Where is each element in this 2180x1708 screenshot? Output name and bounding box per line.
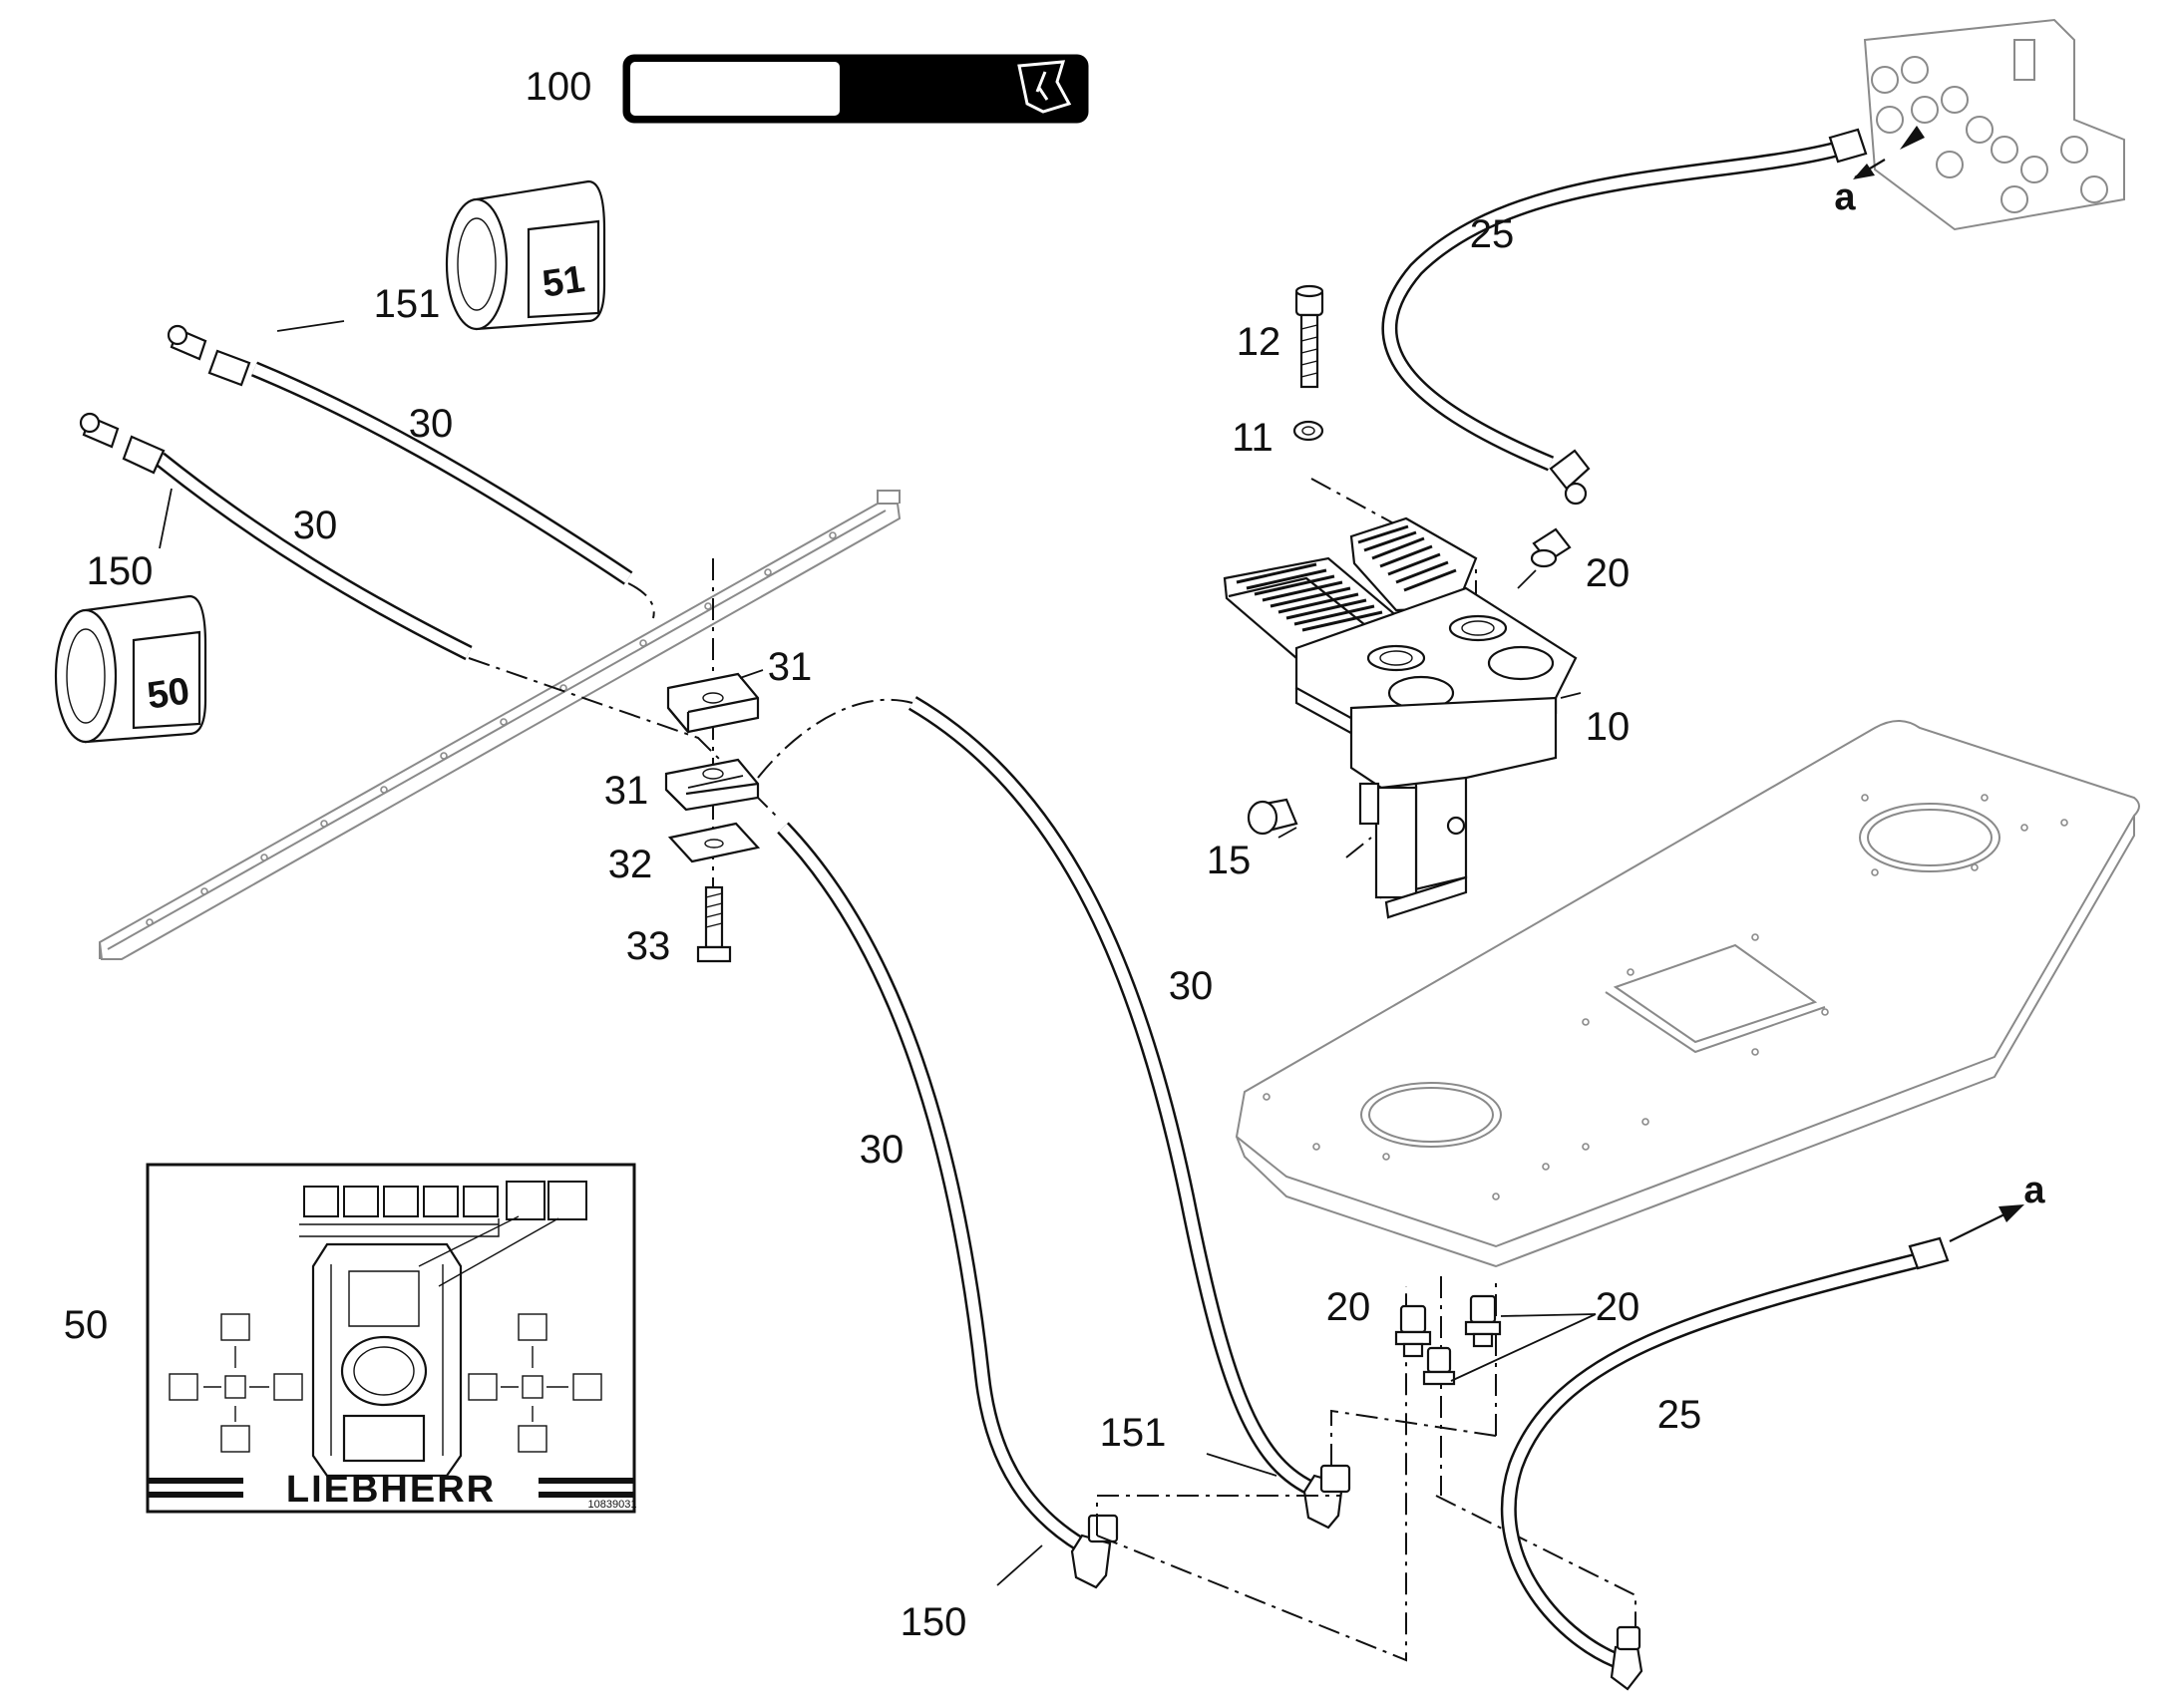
- arrow-a-bottom: [1949, 1204, 2024, 1242]
- plate-32: [667, 822, 761, 863]
- clamp-31-upper: [666, 672, 760, 734]
- label-30-right: 30: [1169, 964, 1214, 1008]
- decal-brand: LIEBHERR: [286, 1469, 496, 1511]
- label-151-top: 151: [374, 282, 441, 326]
- tag-50-number: 50: [145, 670, 192, 717]
- hose-30-left: [777, 822, 1119, 1589]
- bolt-33: [696, 885, 732, 963]
- label-50: 50: [64, 1303, 109, 1347]
- fitting-20-top: [1530, 527, 1572, 568]
- hose-30-right: [908, 696, 1351, 1530]
- hose-151-upper: [167, 324, 633, 585]
- label-151-bottom: 151: [1100, 1411, 1167, 1455]
- label-11: 11: [1232, 416, 1273, 460]
- arrow-label-a-top: a: [1834, 176, 1856, 218]
- label-30-left: 30: [860, 1128, 905, 1172]
- fitting-20-bottom-left: [1394, 1304, 1432, 1358]
- hose-150-upper: [79, 412, 473, 661]
- label-32: 32: [608, 843, 653, 886]
- leader-lines: [159, 320, 1597, 1586]
- label-100: 100: [526, 65, 592, 109]
- label-31-lower: 31: [604, 769, 649, 813]
- label-150-top: 150: [87, 549, 154, 593]
- clamp-31-lower: [664, 758, 760, 812]
- fitting-20-bottom-mid: [1422, 1346, 1456, 1386]
- label-25-bottom: 25: [1657, 1393, 1702, 1437]
- plug-15: [1247, 798, 1298, 836]
- label-30-mid: 30: [293, 504, 338, 547]
- label-20-top: 20: [1586, 551, 1631, 595]
- decal-50-panel: LIEBHERR 10839031: [146, 1163, 637, 1514]
- label-20-bottom-right: 20: [1596, 1285, 1640, 1329]
- bolt-12: [1294, 284, 1324, 389]
- label-33: 33: [626, 924, 671, 968]
- label-25-top: 25: [1470, 212, 1515, 256]
- hose-25-lower: [1500, 1236, 1950, 1691]
- part-number-labels: 100 151 30 30 150 31 31 32 33 12 11 25 2…: [64, 65, 2046, 1644]
- excavator-bucket-icon: [1017, 60, 1072, 114]
- arrow-label-a-bottom: a: [2023, 1170, 2045, 1211]
- fitting-20-bottom-right: [1464, 1294, 1502, 1348]
- pedal-valve-10: [1223, 516, 1578, 919]
- washer-11: [1292, 420, 1324, 442]
- label-12: 12: [1237, 320, 1281, 364]
- label-10: 10: [1586, 705, 1631, 749]
- arrow-a-top: [1853, 126, 1925, 179]
- label-31-upper: 31: [768, 645, 813, 689]
- hose-25-upper: [1381, 128, 1868, 506]
- floor-plate: [1235, 720, 2140, 1268]
- label-plate-100: [622, 54, 1089, 124]
- tag-51-number: 51: [540, 258, 587, 305]
- distribution-block: [1863, 18, 2125, 231]
- mounting-rail: [98, 490, 902, 960]
- label-150-bottom: 150: [901, 1600, 967, 1644]
- label-15: 15: [1207, 839, 1252, 882]
- label-30-top: 30: [409, 402, 454, 446]
- decal-code: 10839031: [588, 1499, 637, 1511]
- tag-50-sleeve: [54, 594, 207, 744]
- label-20-bottom-left: 20: [1326, 1285, 1371, 1329]
- routing-lines-bottom: [1096, 1276, 1636, 1662]
- tag-51-sleeve: [445, 179, 606, 331]
